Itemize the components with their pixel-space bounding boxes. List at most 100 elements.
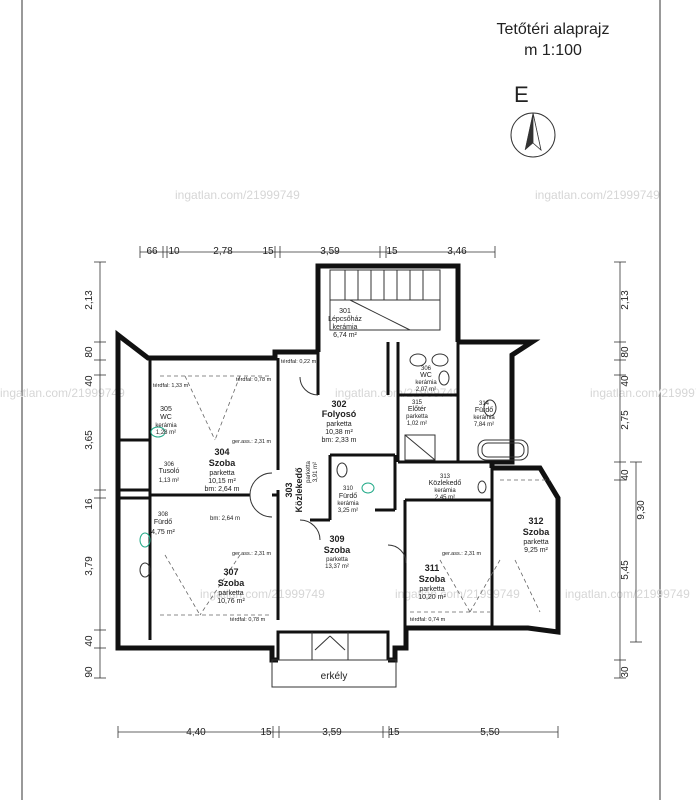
right-dim: 40 [620, 469, 631, 481]
room-301-floor: kerámia [333, 324, 358, 331]
room-306b-floor: kerámia [415, 380, 437, 386]
room-313-area: 2,45 m² [435, 495, 455, 501]
room-305-name: WC [160, 414, 172, 421]
note-height: bm: 2,64 m [210, 516, 240, 522]
room-314-name: Fürdő [475, 407, 493, 414]
room-306b-name: WC [420, 372, 432, 379]
room-309-floor: parketta [326, 557, 348, 563]
room-312-area: 9,25 m² [524, 547, 548, 554]
left-dim: 90 [84, 666, 95, 678]
room-309-area: 13,37 m² [325, 564, 349, 570]
room-311-name: Szoba [419, 574, 446, 584]
top-dim: 2,78 [213, 246, 233, 257]
room-311-floor: parketta [419, 586, 444, 593]
note-knee-wall: térdfal: 1,33 m [153, 383, 189, 389]
balcony-door-icon [311, 632, 349, 660]
room-302-name: Folyosó [322, 409, 357, 419]
watermark: ingatlan.com/21999749 [535, 188, 660, 202]
room-314-number: 314 [479, 401, 490, 407]
top-dim: 3,46 [447, 246, 467, 257]
right-dim: 5,45 [620, 560, 631, 580]
watermark: ingatlan.com/21999749 [590, 386, 696, 400]
room-315-name: Előtér [408, 406, 427, 413]
room-310-name: Fürdő [339, 493, 357, 500]
room-314-area: 7,84 m² [474, 422, 494, 428]
room-302-number: 302 [331, 399, 346, 409]
left-dim: 40 [84, 375, 95, 387]
room-307-floor: parketta [218, 590, 243, 597]
note-knee-wall: térdfal: 0,22 m [281, 359, 317, 365]
room-311-number: 311 [425, 563, 440, 573]
right-dim: 40 [620, 375, 631, 387]
right-dim: 80 [620, 346, 631, 358]
north-label: E [514, 82, 529, 107]
bottom-dim: 3,59 [322, 727, 342, 738]
room-309-name: Szoba [324, 545, 351, 555]
sink-icon [409, 353, 497, 417]
right-dim: 2,13 [620, 290, 631, 310]
room-306a-number: 306 [164, 462, 175, 468]
staircase [329, 269, 441, 331]
right-dim: 30 [620, 666, 631, 678]
plan-title: Tetőtéri alaprajz [497, 21, 610, 38]
shower-icon [404, 434, 436, 461]
room-310-area: 3,25 m² [338, 508, 358, 514]
room-313-number: 313 [440, 474, 451, 480]
bottom-dim: 4,40 [186, 727, 206, 738]
room-303-floor: parketta [306, 461, 312, 483]
room-310-number: 310 [343, 486, 354, 492]
room-307-area: 10,76 m² [217, 598, 245, 605]
left-dimension-line [94, 261, 106, 679]
room-312-name: Szoba [523, 527, 550, 537]
room-312-number: 312 [528, 516, 543, 526]
room-304-height: bm: 2,64 m [204, 486, 239, 493]
room-305-floor: kerámia [155, 423, 177, 429]
room-307-name: Szoba [218, 578, 245, 588]
bottom-dimension-line [117, 726, 559, 738]
bottom-dim: 15 [260, 727, 272, 738]
room-315-area: 1,02 m² [407, 421, 427, 427]
door-swing-icon [249, 376, 407, 564]
note-knee-wall: térdfal: 0,78 m [236, 377, 272, 383]
note-ridge-height: ger.ass.: 2,31 m [232, 439, 272, 445]
room-312-floor: parketta [523, 539, 548, 546]
watermark: ingatlan.com/21999749 [395, 587, 520, 601]
left-dim: 16 [84, 498, 95, 510]
note-ridge-height: ger.ass.: 2,31 m [442, 551, 482, 557]
note-knee-wall: térdfal: 0,78 m [230, 617, 266, 623]
right-dimension-line [614, 261, 642, 679]
left-dim: 40 [84, 635, 95, 647]
room-308-number: 308 [158, 512, 169, 518]
watermark: ingatlan.com/21999749 [200, 587, 325, 601]
watermark: ingatlan.com/21999749 [0, 386, 125, 400]
room-304-number: 304 [214, 447, 229, 457]
room-303-area: 3,91 m² [313, 462, 319, 482]
bottom-dim: 15 [388, 727, 400, 738]
top-dim: 3,59 [320, 246, 340, 257]
room-306b-number: 306 [421, 366, 432, 372]
room-314-floor: kerámia [473, 415, 495, 421]
top-dimension-line [139, 246, 496, 258]
room-305-area: 1,28 m² [156, 430, 176, 436]
roof-slope-lines [160, 375, 550, 616]
room-315-number: 315 [412, 400, 423, 406]
room-313-floor: kerámia [434, 488, 456, 494]
left-dim: 3,65 [84, 430, 95, 450]
room-310-floor: kerámia [337, 501, 359, 507]
room-313-name: Közlekedő [429, 480, 462, 487]
room-301-area: 6,74 m² [333, 332, 357, 339]
room-308-area: 4,75 m² [151, 529, 175, 536]
room-303-number: 303 [284, 482, 294, 497]
room-301-name: Lépcsőház [328, 316, 362, 323]
room-304-area: 10,15 m² [208, 478, 236, 485]
toilet-icon [139, 370, 487, 578]
room-306a-name: Tusoló [159, 468, 180, 475]
room-306a-area: 1,13 m² [159, 478, 179, 484]
room-302-area: 10,38 m² [325, 429, 353, 436]
room-315-floor: parketta [406, 414, 428, 420]
room-302-floor: parketta [326, 421, 351, 428]
note-ridge-height: ger.ass.: 2,31 m [232, 551, 272, 557]
right-dim: 2,75 [620, 410, 631, 430]
watermark: ingatlan.com/21999749 [565, 587, 690, 601]
